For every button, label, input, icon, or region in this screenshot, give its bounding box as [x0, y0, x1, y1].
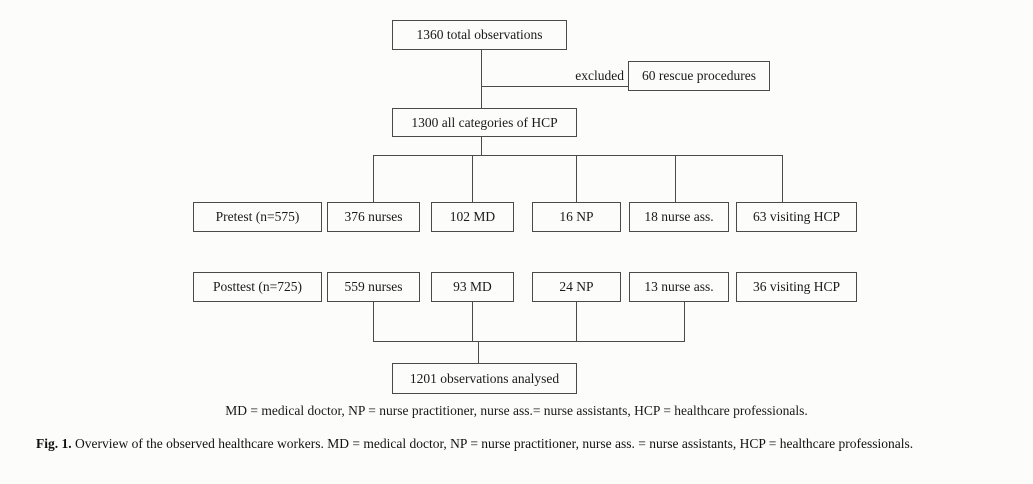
connector-excluded-branch [481, 86, 628, 87]
node-rescue-procedures: 60 rescue procedures [628, 61, 770, 91]
figure-caption-text: Overview of the observed healthcare work… [75, 436, 914, 451]
node-posttest-nurse-ass: 13 nurse ass. [629, 272, 729, 302]
connector-drop-nurses [373, 155, 374, 202]
node-observations-analysed: 1201 observations analysed [392, 363, 577, 394]
connector-rise-nurse-ass [684, 302, 685, 341]
connector-drop-np [576, 155, 577, 202]
connector-allcategories-down [481, 137, 482, 155]
connector-rise-np [576, 302, 577, 341]
connector-merge-bar [373, 341, 685, 342]
node-posttest-np: 24 NP [532, 272, 621, 302]
node-pretest-np: 16 NP [532, 202, 621, 232]
connector-drop-md [472, 155, 473, 202]
node-posttest-visiting-hcp: 36 visiting HCP [736, 272, 857, 302]
node-posttest-nurses: 559 nurses [327, 272, 420, 302]
connector-rise-md [472, 302, 473, 341]
node-pretest-nurse-ass: 18 nurse ass. [629, 202, 729, 232]
node-pretest-md: 102 MD [431, 202, 514, 232]
connector-merge-to-analysed [478, 341, 479, 363]
node-pretest: Pretest (n=575) [193, 202, 322, 232]
abbreviation-legend: MD = medical doctor, NP = nurse practiti… [225, 403, 808, 418]
node-total-observations: 1360 total observations [392, 20, 567, 50]
connector-drop-visiting-hcp [782, 155, 783, 202]
node-posttest: Posttest (n=725) [193, 272, 322, 302]
node-pretest-nurses: 376 nurses [327, 202, 420, 232]
connector-rise-nurses [373, 302, 374, 341]
excluded-label: excluded [575, 68, 624, 83]
connector-drop-nurse-ass [675, 155, 676, 202]
connector-total-to-allcategories [481, 50, 482, 108]
connector-distributor-bar [373, 155, 783, 156]
node-posttest-md: 93 MD [431, 272, 514, 302]
node-pretest-visiting-hcp: 63 visiting HCP [736, 202, 857, 232]
node-all-categories-hcp: 1300 all categories of HCP [392, 108, 577, 137]
figure-caption: Fig. 1. Overview of the observed healthc… [36, 434, 1001, 453]
figure-caption-label: Fig. 1. [36, 436, 72, 451]
